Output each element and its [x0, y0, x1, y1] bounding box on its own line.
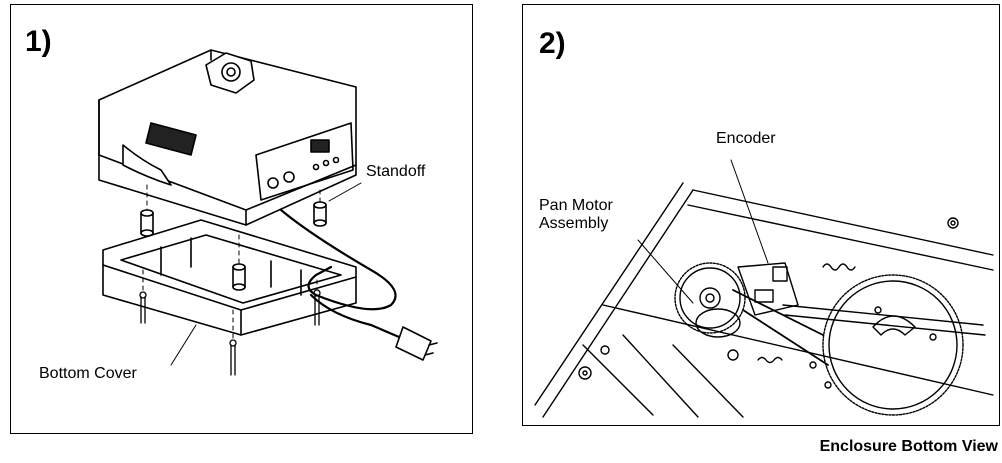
label-standoff: Standoff — [366, 163, 426, 180]
panel-2-bottom-view: 2) — [522, 4, 1000, 426]
bottom-cover — [102, 219, 357, 336]
figure-caption: Enclosure Bottom View — [819, 438, 998, 455]
turret — [205, 52, 255, 94]
step-number-2: 2) — [539, 27, 566, 60]
label-pan-motor-assembly: Pan Motor Assembly — [539, 197, 613, 233]
spring-assembly — [822, 263, 856, 271]
rear-panel — [255, 122, 354, 201]
power-cord — [279, 208, 408, 342]
pan-wheel — [822, 274, 964, 416]
step-number-1: 1) — [25, 25, 52, 58]
label-encoder: Encoder — [716, 130, 776, 147]
drive-belt — [732, 289, 829, 366]
pan-motor-gear — [674, 262, 746, 338]
power-plug — [395, 326, 432, 361]
enclosure-bottom-illustration — [534, 159, 994, 418]
panel-1-exploded-view: 1) — [10, 4, 473, 434]
standoffs — [140, 201, 327, 291]
enclosure-exploded-illustration — [98, 49, 438, 376]
label-bottom-cover: Bottom Cover — [39, 365, 137, 382]
